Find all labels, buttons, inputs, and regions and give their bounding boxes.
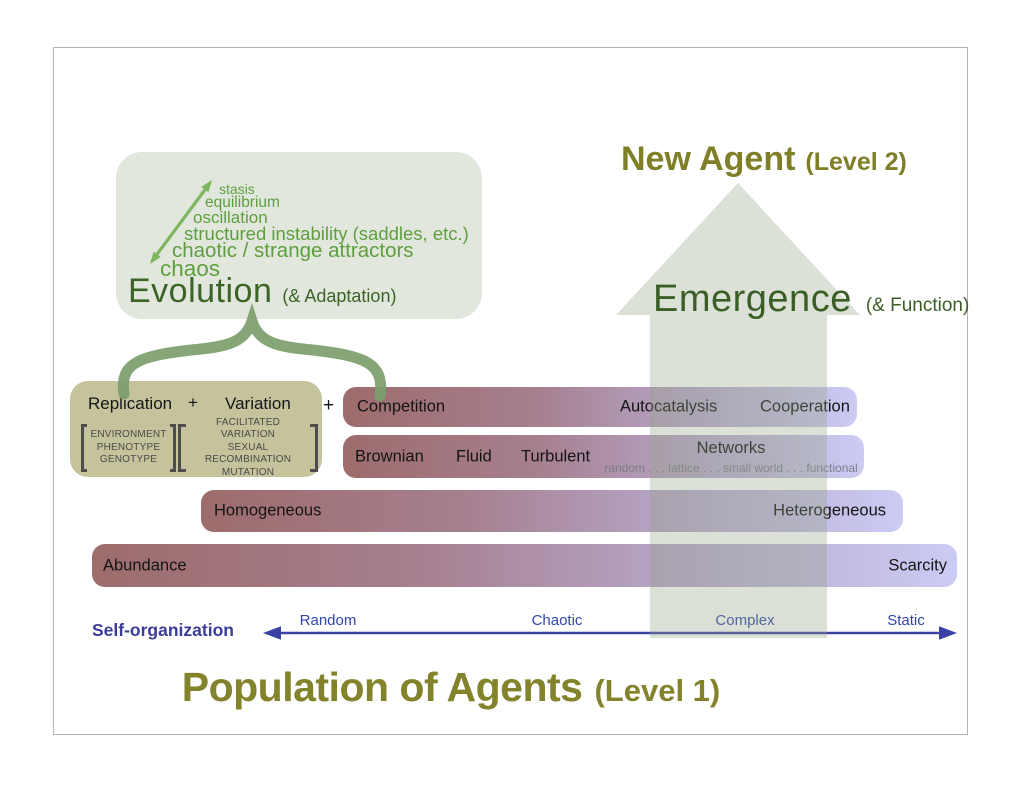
ladder-stasis: stasis bbox=[219, 181, 255, 197]
factor-mutation: MUTATION bbox=[221, 466, 275, 478]
population-level: (Level 1) bbox=[594, 673, 721, 708]
evolution-qualifier: (& Adaptation) bbox=[282, 286, 397, 306]
emergence-label: Emergence bbox=[653, 278, 852, 320]
left-bracket-icon bbox=[81, 424, 88, 472]
plus-outer: + bbox=[323, 395, 335, 416]
tick-static: Static bbox=[887, 612, 925, 629]
bar-interaction: Competition Autocatalysis Cooperation bbox=[343, 387, 857, 427]
population-title: Population of Agents (Level 1) bbox=[100, 664, 802, 711]
new-agent-level: (Level 2) bbox=[805, 148, 907, 176]
variation-factors-group: FACILITATED VARIATION SEXUAL RECOMBINATI… bbox=[178, 417, 318, 478]
replication-variation-box: Replication + Variation ENVIRONMENT PHEN… bbox=[70, 381, 322, 478]
bar-label-fluid: Fluid bbox=[456, 447, 492, 465]
tick-random: Random bbox=[299, 612, 357, 629]
ladder-chaotic-attractors: chaotic / strange attractors bbox=[172, 239, 414, 262]
right-bracket-icon bbox=[310, 424, 318, 472]
factor-facilitated-variation: FACILITATED VARIATION bbox=[215, 416, 281, 441]
tick-chaotic: Chaotic bbox=[531, 612, 583, 629]
emergence-title: Emergence (& Function) bbox=[653, 278, 969, 321]
bar-label-competition: Competition bbox=[357, 397, 446, 416]
factor-environment: ENVIRONMENT bbox=[90, 429, 167, 441]
plus-inner: + bbox=[188, 393, 198, 412]
bar-label-autocatalysis: Autocatalysis bbox=[620, 397, 718, 416]
ladder-oscillation: oscillation bbox=[193, 208, 268, 227]
bar-label-heterogeneous: Heterogeneous bbox=[773, 501, 886, 520]
bar-label-scarcity: Scarcity bbox=[888, 556, 947, 574]
replication-term: Replication bbox=[88, 394, 173, 413]
bar-resources: Abundance Scarcity bbox=[92, 544, 957, 587]
right-bracket-icon bbox=[169, 424, 176, 472]
replication-factors-group: ENVIRONMENT PHENOTYPE GENOTYPE bbox=[81, 424, 176, 472]
bar-dynamics: Brownian Fluid Turbulent Networks random… bbox=[343, 435, 864, 478]
variation-term: Variation bbox=[225, 394, 291, 413]
ladder-structured-instability: structured instability (saddles, etc.) bbox=[184, 223, 469, 244]
new-agent-title: New Agent (Level 2) bbox=[621, 140, 907, 179]
tick-complex: Complex bbox=[715, 612, 775, 629]
bar-label-abundance: Abundance bbox=[103, 556, 187, 574]
networks-block: Networks random . . . lattice . . . smal… bbox=[598, 435, 864, 475]
bar-label-homogeneous: Homogeneous bbox=[214, 501, 322, 520]
factor-genotype: GENOTYPE bbox=[99, 454, 158, 466]
networks-title: Networks bbox=[696, 439, 766, 457]
bar-label-turbulent: Turbulent bbox=[521, 447, 591, 465]
factor-phenotype: PHENOTYPE bbox=[96, 441, 161, 453]
factor-sexual-recombination: SEXUAL RECOMBINATION bbox=[204, 441, 292, 466]
bar-label-cooperation: Cooperation bbox=[760, 397, 850, 416]
bar-diversity: Homogeneous Heterogeneous bbox=[201, 490, 903, 532]
bar-label-brownian: Brownian bbox=[355, 447, 424, 465]
new-agent-label: New Agent bbox=[621, 140, 796, 178]
emergence-qualifier: (& Function) bbox=[865, 295, 970, 316]
networks-subtitle: random . . . lattice . . . small world .… bbox=[604, 461, 858, 475]
population-label: Population of Agents bbox=[181, 664, 583, 710]
left-bracket-icon bbox=[178, 424, 186, 472]
evolution-label: Evolution bbox=[128, 272, 273, 310]
self-organization-label: Self-organization bbox=[92, 620, 234, 640]
evolution-title: Evolution (& Adaptation) bbox=[128, 272, 396, 311]
ladder-equilibrium: equilibrium bbox=[205, 194, 280, 211]
